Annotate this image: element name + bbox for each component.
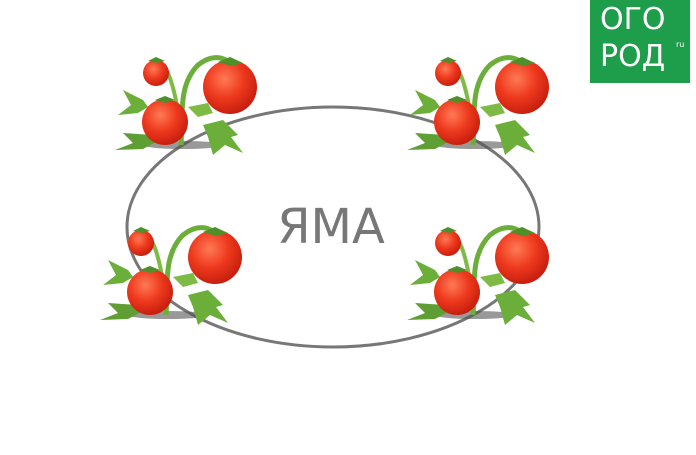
logo-suffix: ru xyxy=(676,40,685,49)
tomato-plant-bottom-right xyxy=(407,227,549,325)
ogorod-logo: ОГО РОД ru xyxy=(590,0,690,83)
pit-outline xyxy=(125,105,541,349)
tomato-plant-bottom-left xyxy=(100,227,242,325)
logo-line1: ОГО xyxy=(600,2,666,37)
pit-label: ЯМА xyxy=(277,199,385,255)
tomato-plant-top-left xyxy=(115,57,257,155)
logo-line2: РОД xyxy=(600,39,666,74)
